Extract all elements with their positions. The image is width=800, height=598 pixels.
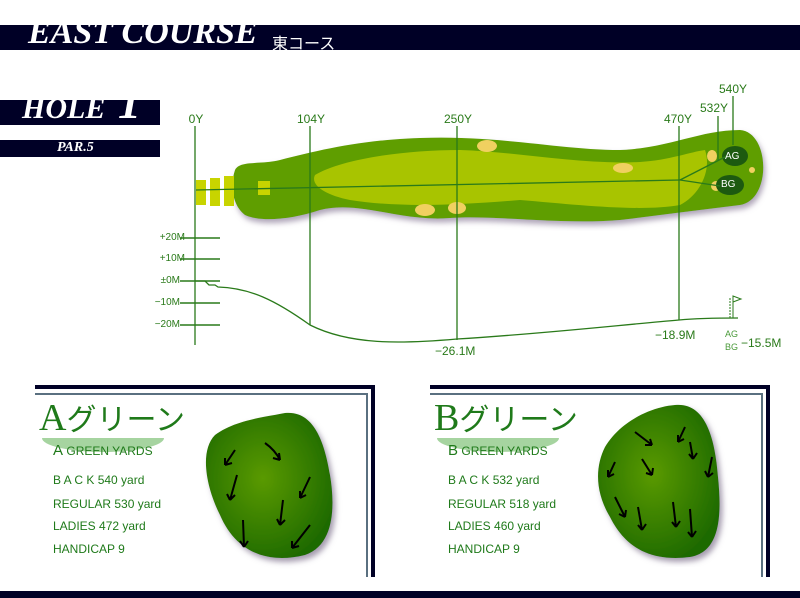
yard-marker: 0Y bbox=[188, 112, 204, 126]
green-ag-label: AG bbox=[725, 151, 740, 162]
green-a-title: Aグリーン bbox=[39, 397, 185, 439]
slope-arrow-icons bbox=[224, 442, 311, 549]
elev-green-label: AG bbox=[725, 329, 739, 339]
hole-label: HOLE bbox=[22, 92, 106, 125]
yard-marker: 540Y bbox=[718, 82, 748, 96]
par-bar bbox=[0, 140, 160, 157]
course-title: EAST COURSE bbox=[28, 14, 258, 51]
yard-row: B A C K 532 yard bbox=[448, 473, 540, 487]
elev-tick-label: −10M bbox=[154, 297, 180, 308]
yard-row: HANDICAP 9 bbox=[448, 542, 520, 556]
elev-point: −18.9M bbox=[655, 328, 696, 342]
elevation-profile bbox=[195, 280, 739, 343]
elev-point: −26.1M bbox=[435, 344, 476, 358]
yard-row: HANDICAP 9 bbox=[53, 542, 125, 556]
footer-bar bbox=[0, 591, 800, 598]
green-b-title: Bグリーン bbox=[434, 397, 578, 439]
yard-marker: 532Y bbox=[699, 101, 729, 115]
elev-tick-label: −20M bbox=[154, 319, 180, 330]
elev-point: −15.5M bbox=[741, 336, 782, 350]
elev-tick-label: ±0M bbox=[160, 275, 180, 286]
hole-number: 1 bbox=[118, 77, 141, 128]
header-bar bbox=[0, 25, 800, 50]
green-a-panel: Aグリーン A GREEN YARDS B A C K 540 yard REG… bbox=[35, 385, 375, 577]
green-bg-shape bbox=[716, 175, 744, 195]
yard-marker: 104Y bbox=[296, 112, 326, 126]
green-a-diagram bbox=[205, 412, 333, 559]
green-b-yards-heading: B GREEN YARDS bbox=[448, 442, 548, 459]
yard-marker: 470Y bbox=[663, 112, 693, 126]
yard-row: REGULAR 530 yard bbox=[53, 497, 162, 511]
green-b-panel: Bグリーン B GREEN YARDS B A C K 532 yard REG… bbox=[430, 385, 770, 577]
yard-row: LADIES 460 yard bbox=[448, 519, 541, 533]
yard-row: LADIES 472 yard bbox=[53, 519, 146, 533]
yard-marker: 250Y bbox=[443, 112, 473, 126]
elev-tick-label: +10M bbox=[159, 253, 185, 264]
green-a-yards-heading: A GREEN YARDS bbox=[53, 442, 153, 459]
hole-map bbox=[180, 96, 764, 345]
green-bg-label: BG bbox=[721, 179, 736, 190]
bunkers bbox=[415, 140, 755, 216]
hole-bar bbox=[0, 100, 160, 125]
fairway bbox=[314, 150, 708, 208]
elev-tick-label: +20M bbox=[159, 232, 185, 243]
slope-arrow-icons bbox=[607, 426, 714, 538]
green-b-diagram bbox=[598, 404, 720, 558]
yard-row: REGULAR 518 yard bbox=[448, 497, 557, 511]
yardage-lines bbox=[194, 96, 734, 345]
par-label: PAR.5 bbox=[57, 140, 94, 155]
yard-row: B A C K 540 yard bbox=[53, 473, 145, 487]
green-ag-shape bbox=[722, 146, 748, 166]
course-subtitle: 東コース bbox=[272, 36, 336, 53]
elev-green-label: BG bbox=[725, 342, 739, 352]
flag-icon bbox=[729, 295, 743, 318]
